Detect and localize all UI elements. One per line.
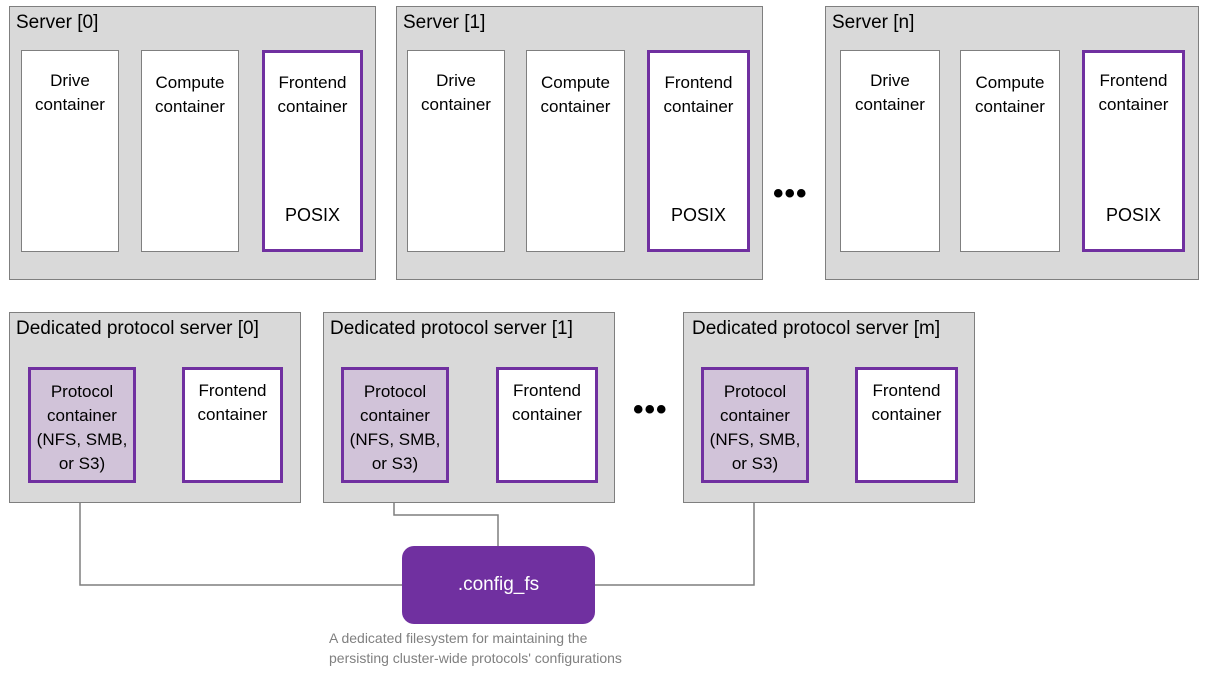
config-fs-caption-line-1: A dedicated filesystem for maintaining t… (329, 630, 588, 646)
server-title: Server [1] (403, 12, 486, 33)
config-fs-caption: A dedicated filesystem for maintaining t… (329, 628, 622, 668)
protocol-server-title: Dedicated protocol server [0] (16, 318, 259, 339)
protocol-server-1: Dedicated protocol server [1] Protocol c… (323, 312, 615, 503)
server-n: Server [n] Drive container Compute conta… (825, 6, 1199, 280)
server-title: Server [n] (832, 12, 915, 33)
protocol-container-label: Protocol container (NFS, SMB, or S3) (349, 382, 441, 473)
config-fs-box: .config_fs (402, 546, 595, 624)
connector-protocol-0 (79, 482, 402, 586)
protocol-container-label: Protocol container (NFS, SMB, or S3) (709, 382, 801, 473)
server-1: Server [1] Drive container Compute conta… (396, 6, 763, 280)
drive-container: Drive container (21, 50, 119, 252)
drive-container-label: Drive container (35, 71, 105, 114)
protocol-container: Protocol container (NFS, SMB, or S3) (28, 367, 136, 483)
frontend-container-label: Frontend container (277, 73, 348, 116)
posix-label: POSIX (670, 205, 727, 225)
posix-label: POSIX (1105, 205, 1162, 225)
compute-container-label: Compute container (155, 73, 225, 116)
protocol-container-label: Protocol container (NFS, SMB, or S3) (36, 382, 128, 473)
compute-container: Compute container (141, 50, 239, 252)
compute-container-label: Compute container (975, 73, 1045, 116)
frontend-container: Frontend container (855, 367, 958, 483)
frontend-container-label: Frontend container (197, 381, 268, 424)
protocol-server-0: Dedicated protocol server [0] Protocol c… (9, 312, 301, 503)
frontend-container-label: Frontend container (1098, 71, 1169, 114)
drive-container: Drive container (407, 50, 505, 252)
frontend-container-label: Frontend container (871, 381, 942, 424)
compute-container: Compute container (526, 50, 625, 252)
config-fs-caption-line-2: persisting cluster-wide protocols' confi… (329, 650, 622, 666)
config-fs-label: .config_fs (457, 574, 540, 595)
server-title: Server [0] (16, 12, 99, 33)
protocol-container: Protocol container (NFS, SMB, or S3) (341, 367, 449, 483)
frontend-container-label: Frontend container (663, 73, 734, 116)
frontend-container: Frontend container (182, 367, 283, 483)
frontend-container-label: Frontend container (512, 381, 582, 424)
connector-protocol-m (595, 482, 755, 586)
servers-ellipsis: ••• (773, 177, 808, 210)
protocol-servers-ellipsis: ••• (633, 393, 668, 426)
compute-container-label: Compute container (540, 73, 611, 116)
drive-container: Drive container (840, 50, 940, 252)
protocol-server-title: Dedicated protocol server [1] (330, 318, 573, 339)
protocol-server-title: Dedicated protocol server [m] (692, 318, 941, 339)
frontend-container: Frontend container POSIX (262, 50, 363, 252)
compute-container: Compute container (960, 50, 1060, 252)
drive-container-label: Drive container (855, 71, 925, 114)
frontend-container: Frontend container (496, 367, 598, 483)
frontend-container: Frontend container POSIX (1082, 50, 1185, 252)
frontend-container: Frontend container POSIX (647, 50, 750, 252)
drive-container-label: Drive container (421, 71, 491, 114)
posix-label: POSIX (284, 205, 341, 225)
server-0: Server [0] Drive container Compute conta… (9, 6, 376, 280)
protocol-container: Protocol container (NFS, SMB, or S3) (701, 367, 809, 483)
protocol-server-m: Dedicated protocol server [m] Protocol c… (683, 312, 975, 503)
